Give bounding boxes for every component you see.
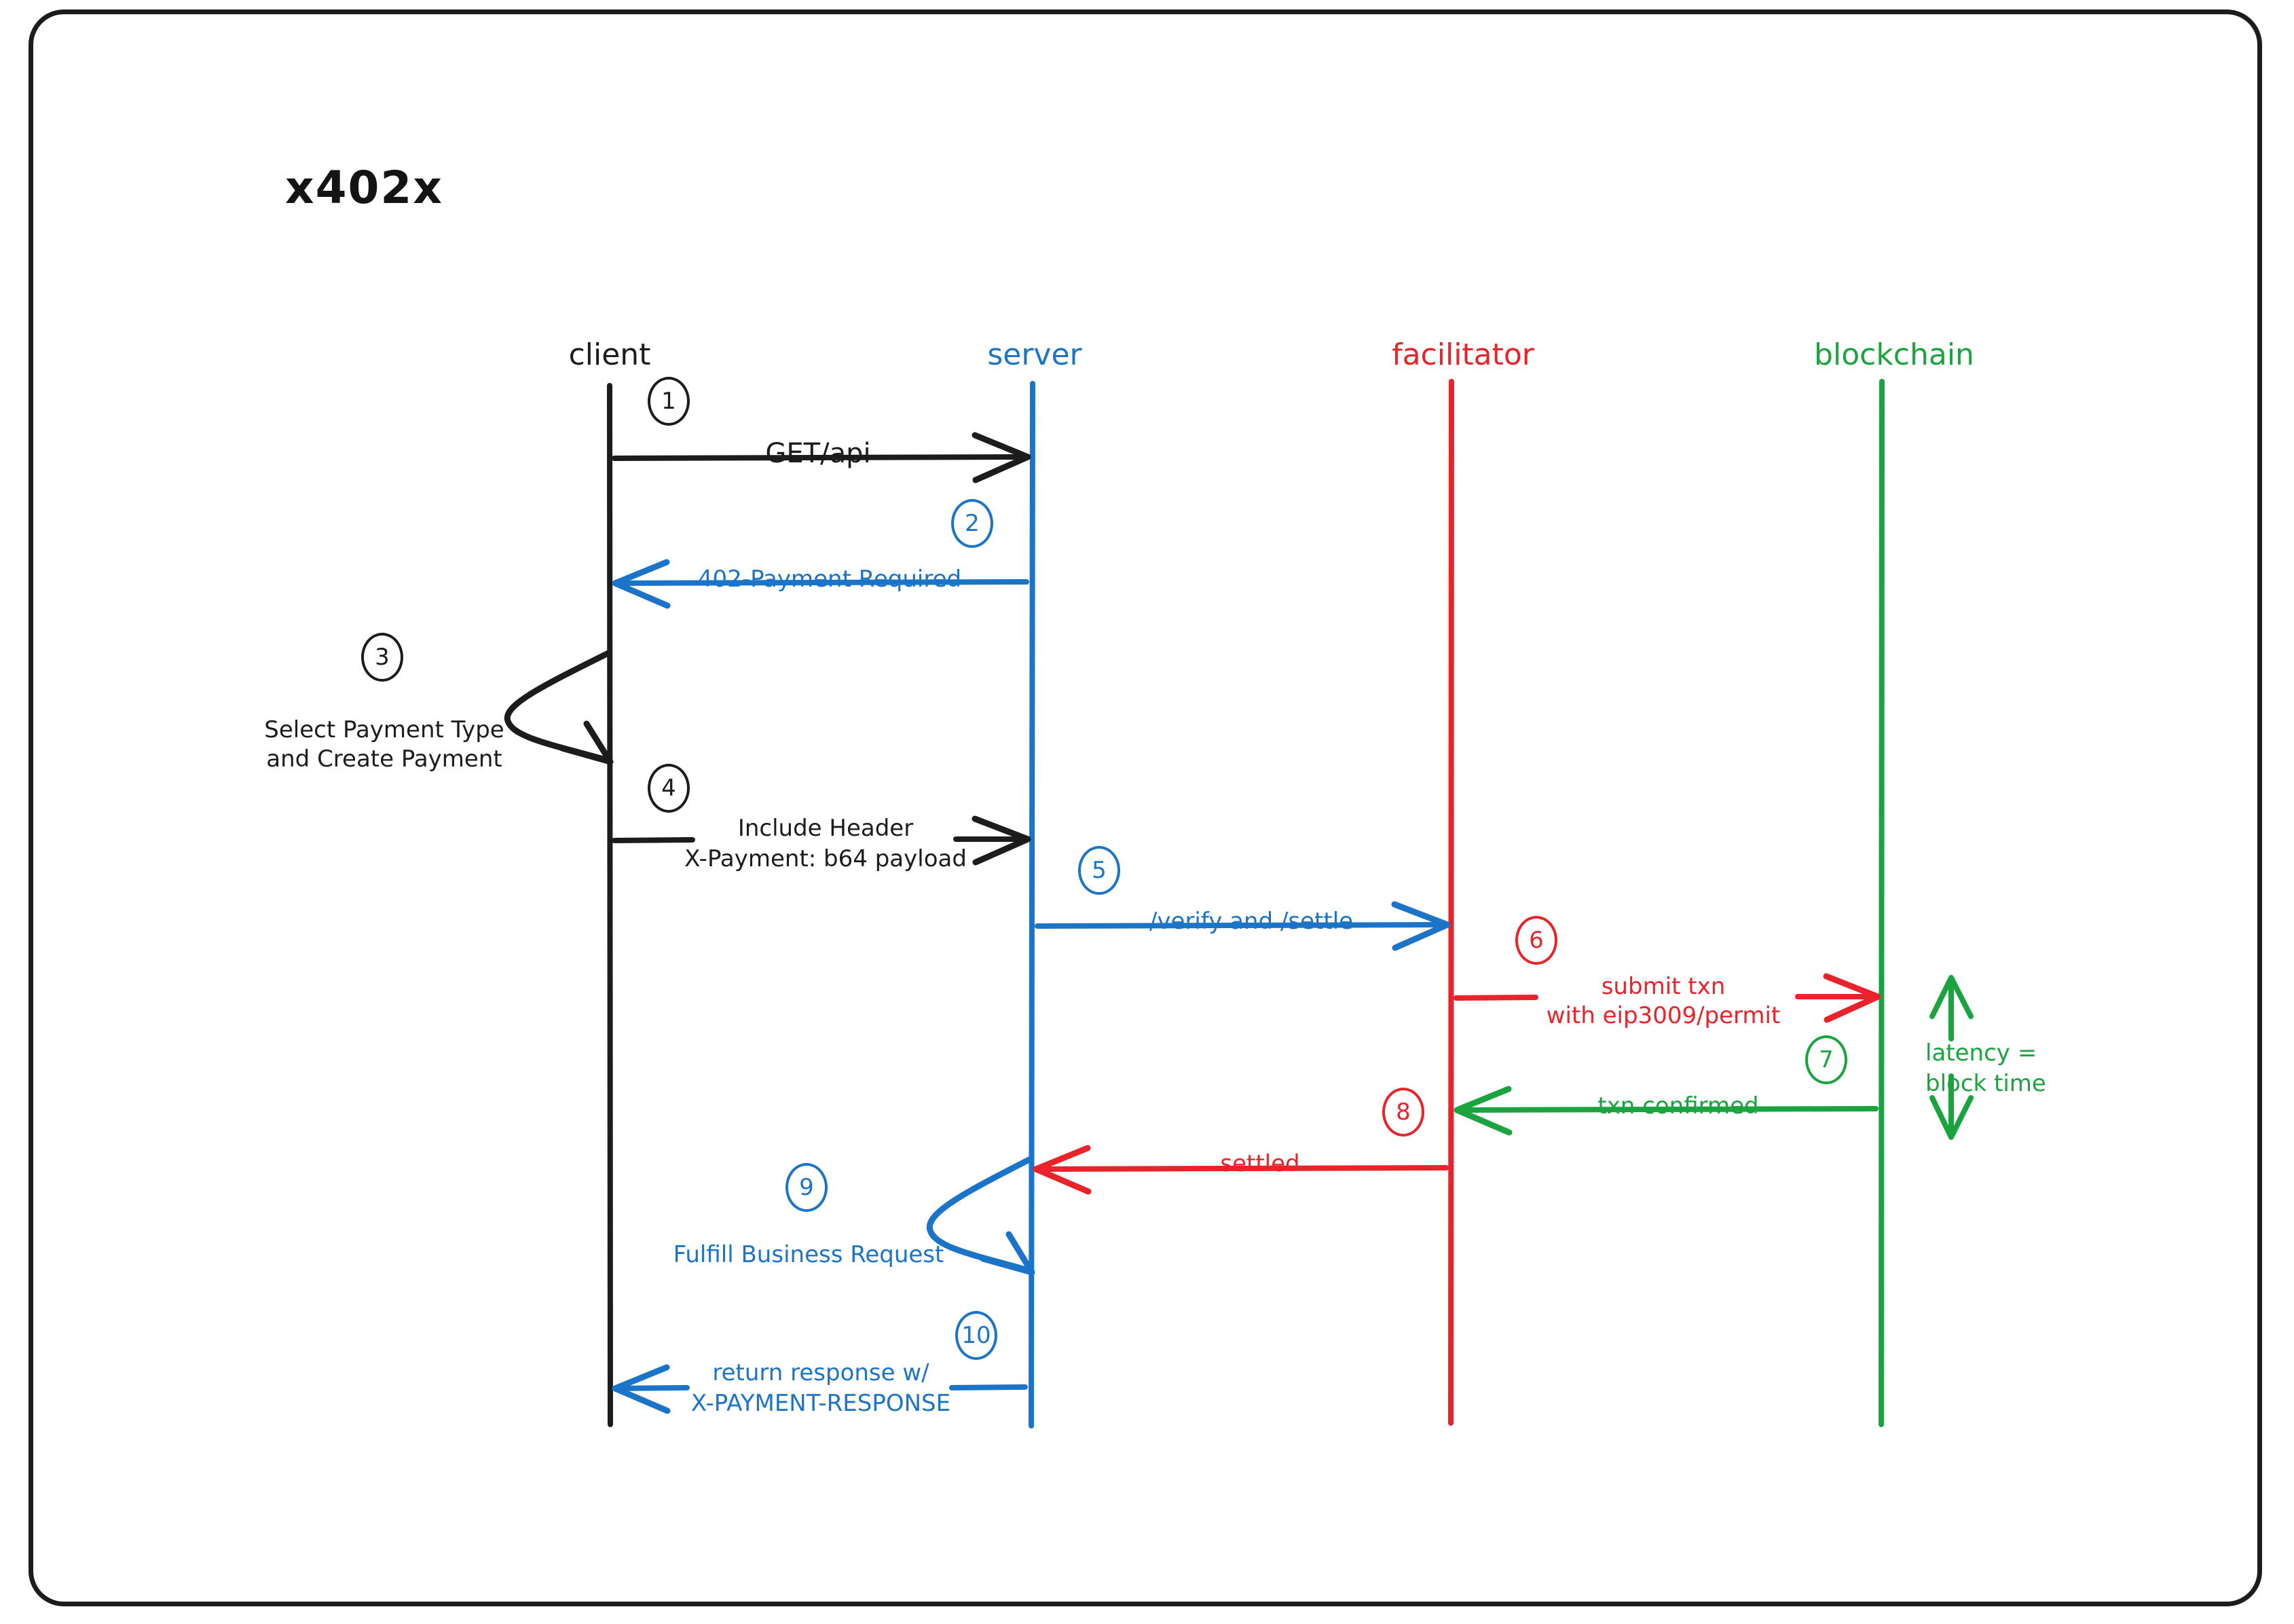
step-badge-10: 10	[955, 1311, 997, 1360]
latency-double-arrow-icon	[1929, 975, 1974, 1140]
message-label-step-10-line1: return response w/	[712, 1359, 929, 1386]
note-label-step-9: Fulfill Business Request	[673, 1241, 944, 1268]
message-label-step-4-line2: X-Payment: b64 payload	[684, 845, 967, 872]
step-badge-8: 8	[1382, 1088, 1424, 1137]
arrow-step-2	[612, 559, 1029, 609]
step-badge-3: 3	[361, 633, 403, 682]
arrow-step-6	[1454, 973, 1881, 1023]
step-badge-5: 5	[1078, 846, 1120, 895]
arrow-step-10	[612, 1364, 1028, 1414]
step-badge-4: 4	[648, 764, 690, 813]
arrow-step-7	[1454, 1086, 1879, 1136]
step-badge-7: 7	[1805, 1035, 1847, 1084]
message-label-step-2: 402-Payment Required	[697, 566, 962, 593]
message-label-step-7: txn confirmed	[1597, 1092, 1759, 1120]
arrow-step-5	[1035, 901, 1451, 951]
note-label-step-3-line1: Select Payment Type	[264, 716, 504, 743]
arrow-step-1	[612, 432, 1031, 483]
step-badge-6: 6	[1515, 916, 1557, 965]
lifeline-label-facilitator: facilitator	[1392, 337, 1534, 372]
lifeline-blockchain	[1879, 379, 1885, 1427]
step-badge-9: 9	[785, 1163, 828, 1212]
lifeline-server	[1029, 381, 1035, 1428]
step-badge-1: 1	[648, 377, 690, 426]
self-loop-step-3	[504, 650, 614, 765]
message-label-step-6-line1: submit txn	[1601, 973, 1726, 1000]
step-badge-2: 2	[951, 499, 993, 548]
message-label-step-10-line2: X-PAYMENT-RESPONSE	[690, 1390, 951, 1417]
arrow-step-4	[612, 815, 1031, 866]
message-label-step-1: GET/api	[765, 438, 871, 469]
page-title: x402x	[285, 162, 443, 214]
lifeline-label-server: server	[987, 337, 1082, 372]
lifeline-label-client: client	[568, 337, 651, 372]
whiteboard-frame	[29, 10, 2262, 1606]
message-label-step-4-line1: Include Header	[737, 815, 914, 842]
self-loop-step-9	[926, 1156, 1035, 1276]
annotation-latency-line1: latency =	[1925, 1039, 2037, 1067]
lifeline-label-blockchain: blockchain	[1814, 337, 1974, 372]
note-label-step-3-line2: and Create Payment	[266, 745, 502, 773]
message-label-step-6-line2: with eip3009/permit	[1546, 1002, 1781, 1029]
arrow-step-8	[1033, 1145, 1449, 1195]
message-label-step-5: /verify and /settle	[1149, 908, 1354, 935]
annotation-latency-line2: block time	[1925, 1070, 2046, 1097]
message-label-step-8: settled	[1220, 1150, 1300, 1177]
